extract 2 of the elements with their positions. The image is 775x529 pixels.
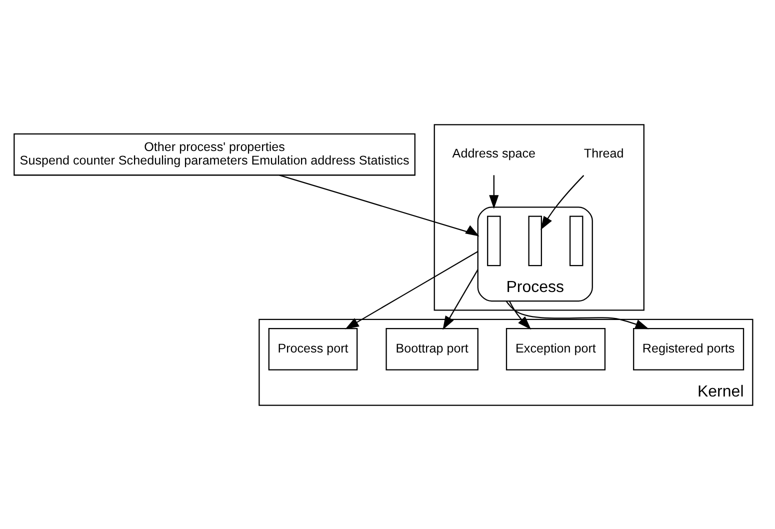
- node-text: Address space: [452, 146, 536, 160]
- node-text: Thread: [583, 146, 624, 160]
